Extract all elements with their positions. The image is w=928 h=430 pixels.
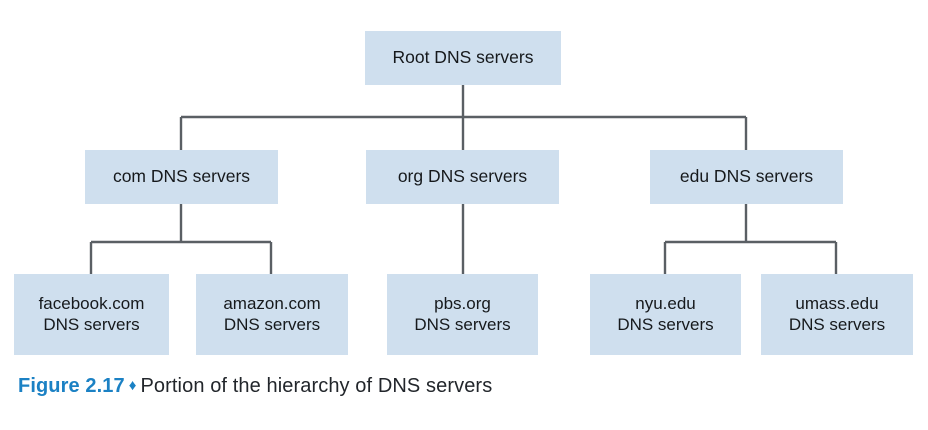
node-label-line2: DNS servers [223, 314, 321, 334]
node-label-line2: DNS servers [617, 314, 714, 334]
node-nyu-dns-servers: nyu.edu DNS servers [590, 274, 741, 355]
tree-connectors [89, 85, 838, 274]
node-edu-dns-servers: edu DNS servers [650, 150, 843, 204]
dns-tree-diagram: Root DNS servers com DNS servers org DNS… [14, 31, 913, 355]
figure-caption: Figure 2.17♦Portion of the hierarchy of … [18, 375, 492, 398]
figure-caption-text: Portion of the hierarchy of DNS servers [140, 375, 493, 397]
node-root-dns-servers: Root DNS servers [365, 31, 561, 85]
node-label-line1: facebook.com [38, 293, 145, 313]
node-label-line1: pbs.org [434, 293, 491, 313]
node-pbs-dns-servers: pbs.org DNS servers [387, 274, 538, 355]
node-umass-dns-servers: umass.edu DNS servers [761, 274, 913, 355]
node-label-line2: DNS servers [788, 314, 886, 334]
node-label: Root DNS servers [392, 47, 534, 68]
node-label: com DNS servers [112, 166, 251, 187]
node-facebook-dns-servers: facebook.com DNS servers [14, 274, 169, 355]
diamond-icon: ♦ [128, 377, 137, 394]
node-label-line2: DNS servers [43, 314, 140, 334]
node-com-dns-servers: com DNS servers [85, 150, 278, 204]
node-label: edu DNS servers [679, 166, 814, 187]
node-label: org DNS servers [397, 166, 528, 187]
node-label-line1: nyu.edu [635, 293, 696, 313]
figure-caption-label: Figure 2.17 [18, 375, 125, 397]
node-label-line1: umass.edu [795, 293, 879, 313]
node-label-line2: DNS servers [414, 314, 511, 334]
node-org-dns-servers: org DNS servers [366, 150, 559, 204]
node-label-line1: amazon.com [223, 293, 321, 313]
node-amazon-dns-servers: amazon.com DNS servers [196, 274, 348, 355]
